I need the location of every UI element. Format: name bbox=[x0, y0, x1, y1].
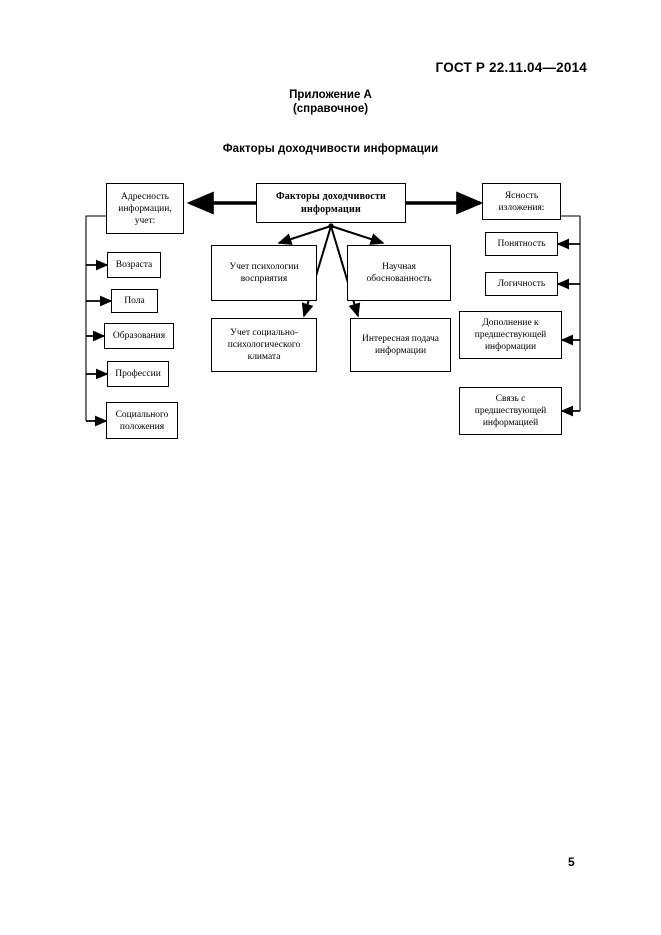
appendix-label: Приложение А bbox=[289, 89, 372, 101]
node-right-head: Ясность изложения: bbox=[482, 183, 561, 220]
appendix-heading: Приложение А (справочное) bbox=[0, 88, 661, 116]
node-label: Понятность bbox=[497, 239, 546, 249]
node-label: Дополнение к предшествующей информации bbox=[474, 318, 547, 352]
node-left-item-4: Социального положения bbox=[106, 402, 178, 439]
node-left-item-3: Профессии bbox=[107, 361, 169, 387]
node-center: Факторы доходчивости информации bbox=[256, 183, 406, 223]
node-middle-item-2: Учет социально-психологического климата bbox=[211, 318, 317, 372]
node-right-item-2: Дополнение к предшествующей информации bbox=[459, 311, 562, 359]
node-label: Образования bbox=[112, 331, 166, 341]
appendix-kind: (справочное) bbox=[292, 103, 369, 115]
node-label: Социального положения bbox=[115, 409, 169, 432]
node-middle-item-1: Научная обоснованность bbox=[347, 245, 451, 301]
node-left-item-1: Пола bbox=[111, 289, 158, 313]
node-left-head: Адресность информации, учет: bbox=[106, 183, 184, 234]
factors-flowchart: Факторы доходчивости информации Адреснос… bbox=[85, 183, 581, 439]
node-label: Логичность bbox=[497, 279, 546, 289]
node-right-head-label: Ясность изложения: bbox=[498, 190, 545, 213]
node-middle-item-3: Интересная подача информации bbox=[350, 318, 451, 372]
node-label: Учет психологии восприятия bbox=[229, 262, 299, 284]
figure-title: Факторы доходчивости информации bbox=[222, 143, 439, 155]
connector-lines bbox=[85, 191, 581, 427]
node-label: Профессии bbox=[115, 369, 161, 379]
node-right-item-0: Понятность bbox=[485, 232, 558, 256]
node-label: Пола bbox=[124, 296, 145, 306]
node-right-item-3: Связь с предшествующей информацией bbox=[459, 387, 562, 435]
standard-header: ГОСТ Р 22.11.04—2014 bbox=[435, 60, 587, 75]
node-label: Научная обоснованность bbox=[366, 262, 432, 284]
node-middle-item-0: Учет психологии восприятия bbox=[211, 245, 317, 301]
node-label: Возраста bbox=[115, 260, 153, 270]
node-left-head-label: Адресность информации, учет: bbox=[118, 191, 172, 226]
node-right-item-1: Логичность bbox=[485, 272, 558, 296]
node-left-item-0: Возраста bbox=[107, 252, 161, 278]
node-label: Связь с предшествующей информацией bbox=[474, 394, 547, 428]
page-number: 5 bbox=[568, 855, 575, 869]
node-left-item-2: Образования bbox=[104, 323, 174, 349]
node-label: Интересная подача информации bbox=[361, 334, 439, 356]
node-label: Учет социально-психологического климата bbox=[227, 328, 301, 362]
node-center-label: Факторы доходчивости информации bbox=[275, 191, 387, 215]
